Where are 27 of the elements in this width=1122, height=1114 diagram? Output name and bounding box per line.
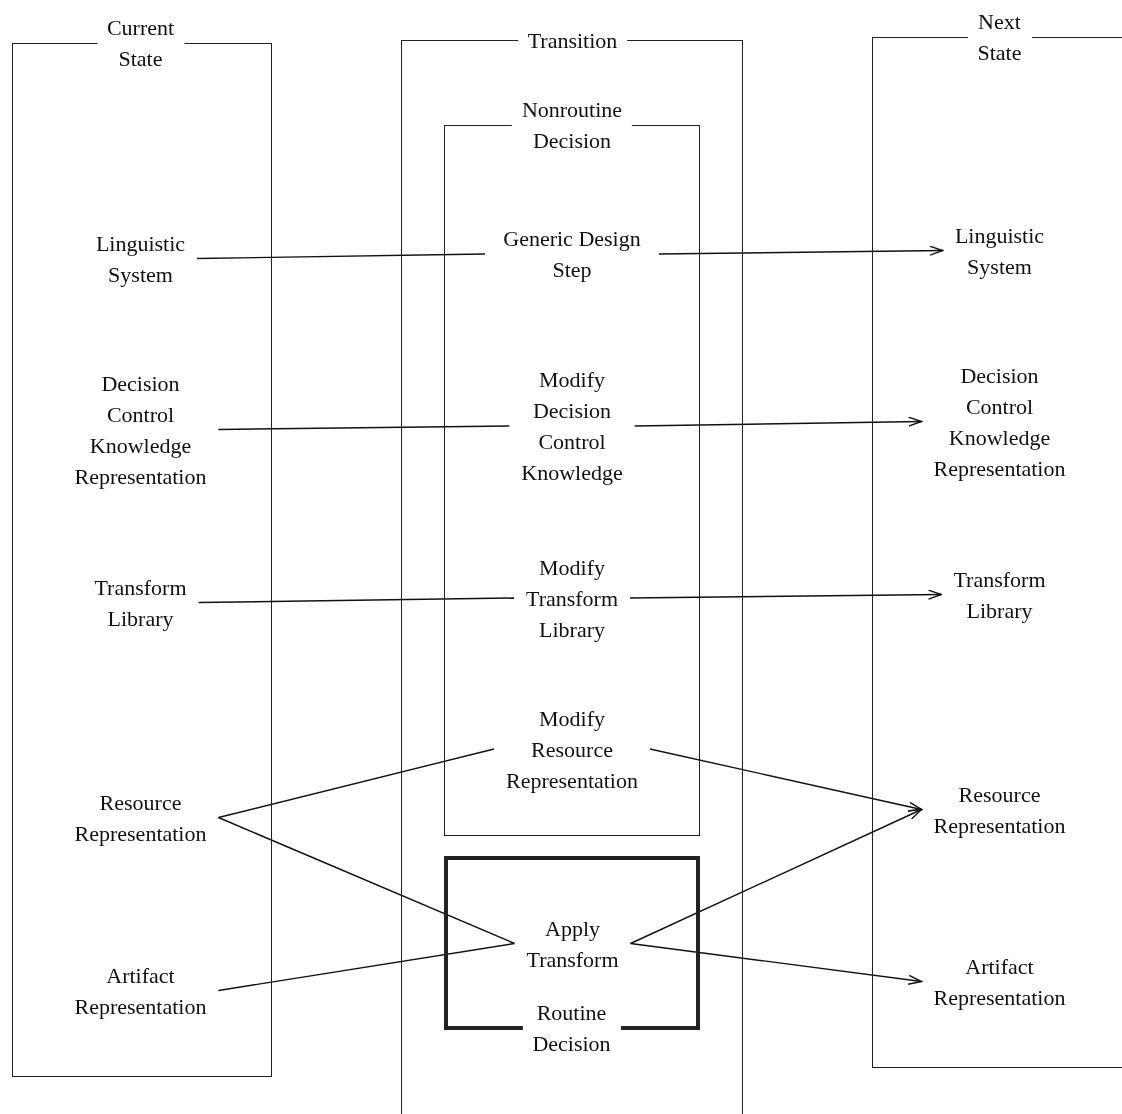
node-label: Modify Decision Control Knowledge <box>521 364 623 488</box>
connector-line <box>217 748 495 819</box>
node-label: Transform Library <box>94 571 187 634</box>
arrow <box>649 748 923 812</box>
node-label: Transform Library <box>953 563 1046 626</box>
node-label: Generic Design Step <box>497 223 647 285</box>
node-label: Apply Transform <box>526 912 619 975</box>
node-label: Linguistic System <box>95 227 186 290</box>
arrow <box>629 942 923 985</box>
connector-line <box>197 597 515 604</box>
node-label: Linguistic System <box>954 219 1045 282</box>
node-label: Artifact Representation <box>933 950 1066 1013</box>
node-label: Artifact Representation <box>74 959 207 1022</box>
arrow <box>634 416 923 427</box>
node-label: Modify Transform Library <box>525 551 619 645</box>
node-label: Decision Control Knowledge Representation <box>74 367 207 492</box>
arrow <box>629 589 943 600</box>
node-label: Resource Representation <box>933 778 1066 841</box>
connector-line <box>217 816 516 945</box>
connector-line <box>217 942 516 992</box>
arrow <box>629 808 923 945</box>
node-label: Modify Resource Representation <box>506 702 638 796</box>
node-label: Decision Control Knowledge Representation <box>933 359 1066 484</box>
connector-line <box>217 425 510 431</box>
connector-line <box>196 253 486 260</box>
arrow <box>658 245 944 256</box>
node-label: Resource Representation <box>74 786 207 849</box>
